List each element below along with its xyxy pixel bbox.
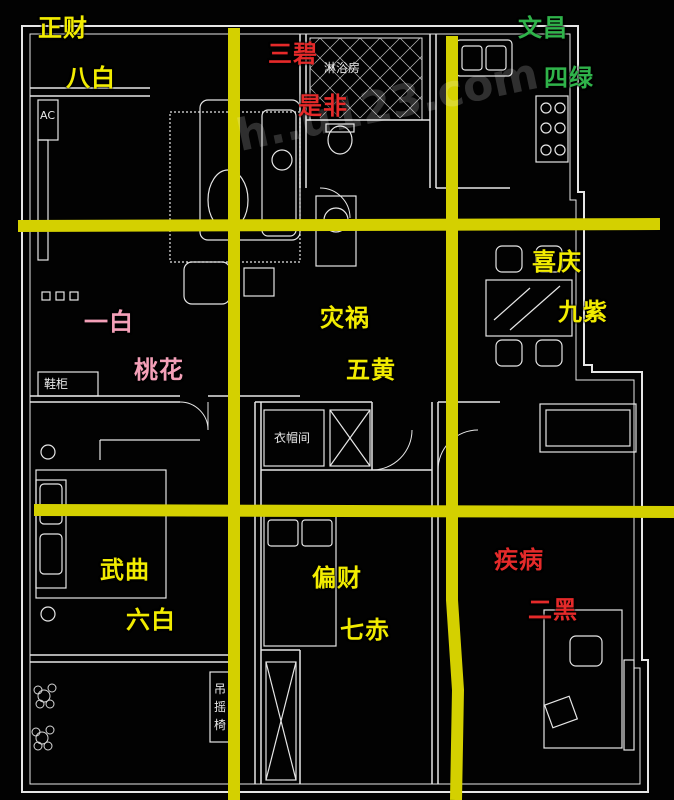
room-label-swing-chair: 吊摇椅	[213, 682, 226, 732]
sector-middle-right-line2: 九紫	[558, 298, 608, 326]
sector-bottom-right-line1: 疾病	[494, 546, 544, 574]
wardrobe-and-bed	[209, 409, 371, 781]
sector-bottom-left-line1: 武曲	[100, 556, 150, 584]
balcony-plants	[31, 683, 57, 751]
interior-walls	[30, 34, 510, 784]
outer-walls	[21, 25, 649, 793]
master-bed	[35, 439, 200, 622]
sector-top-right-line1: 文昌	[518, 14, 568, 42]
study-furniture	[539, 403, 637, 751]
bathroom-fixtures	[315, 123, 357, 267]
shower-room	[309, 37, 423, 121]
dining-furniture	[485, 245, 573, 367]
sector-bottom-center-line1: 偏财	[312, 564, 362, 592]
sector-top-left-line2: 八白	[66, 64, 116, 92]
sector-top-right-line2: 四绿	[544, 64, 594, 92]
entry-units	[37, 99, 99, 397]
room-label-cloakroom: 衣帽间	[274, 431, 311, 445]
sector-middle-center-line2: 五黄	[346, 356, 396, 384]
sector-bottom-right-line2: 二黑	[528, 596, 578, 624]
sector-top-center-line1: 三碧	[268, 40, 318, 68]
sector-middle-left-line1: 一白	[84, 308, 134, 336]
sector-top-left-line1: 正财	[38, 14, 88, 42]
sector-middle-right-line1: 喜庆	[532, 248, 582, 276]
door-swings	[179, 187, 479, 471]
room-label-ac: AC	[40, 109, 56, 122]
sector-top-center-line2: 是非	[298, 92, 348, 120]
sector-middle-left-line2: 桃花	[134, 356, 184, 384]
nine-palace-grid	[17, 28, 674, 800]
sector-middle-center-line1: 灾祸	[320, 304, 370, 332]
sector-bottom-center-line2: 七赤	[340, 616, 390, 644]
room-label-shower: 淋浴房	[324, 61, 361, 75]
sector-bottom-left-line2: 六白	[126, 606, 176, 634]
room-label-shoe-cabinet: 鞋柜	[44, 377, 69, 391]
